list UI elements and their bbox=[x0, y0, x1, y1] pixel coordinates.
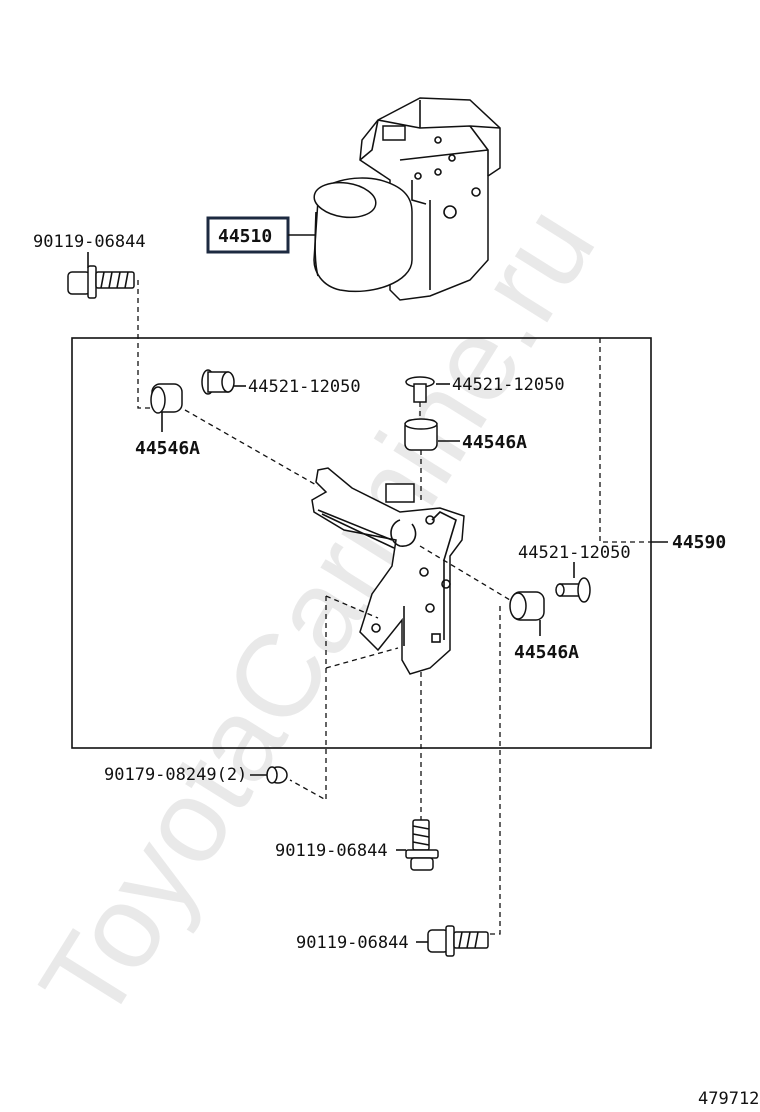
cushion-left-part-number[interactable]: 44546A bbox=[135, 438, 200, 459]
cushion-center-part-number[interactable]: 44546A bbox=[462, 432, 527, 453]
bolt-bottom-right-part-number[interactable]: 90119-06844 bbox=[296, 933, 409, 953]
cushion-right-part-number[interactable]: 44546A bbox=[514, 642, 579, 663]
collar-center-part-number[interactable]: 44521-12050 bbox=[452, 375, 565, 395]
cushion-icon[interactable] bbox=[509, 591, 545, 621]
collar-icon[interactable] bbox=[405, 376, 435, 403]
collar-icon[interactable] bbox=[201, 369, 235, 395]
bolt-bottom-center-part-number[interactable]: 90119-06844 bbox=[275, 841, 388, 861]
diagram-id: 479712 bbox=[698, 1089, 759, 1109]
abs-actuator-icon[interactable] bbox=[312, 97, 501, 301]
flange-bolt-icon[interactable] bbox=[427, 925, 489, 957]
bracket-assembly-frame bbox=[71, 337, 652, 749]
actuator-part-number[interactable]: 44510 bbox=[218, 226, 272, 247]
bracket-icon[interactable] bbox=[311, 467, 465, 675]
nut-part-number[interactable]: 90179-08249(2) bbox=[104, 765, 247, 785]
collar-left-part-number[interactable]: 44521-12050 bbox=[248, 377, 361, 397]
bracket-assembly-part-number[interactable]: 44590 bbox=[672, 532, 726, 553]
nut-icon[interactable] bbox=[266, 766, 288, 784]
collar-right-part-number[interactable]: 44521-12050 bbox=[518, 543, 631, 563]
flange-bolt-icon[interactable] bbox=[67, 265, 135, 299]
bolt-top-left-part-number[interactable]: 90119-06844 bbox=[33, 232, 146, 252]
cushion-icon[interactable] bbox=[404, 418, 438, 451]
cushion-icon[interactable] bbox=[150, 383, 183, 414]
collar-icon[interactable] bbox=[555, 577, 591, 603]
flange-bolt-icon[interactable] bbox=[405, 819, 439, 871]
